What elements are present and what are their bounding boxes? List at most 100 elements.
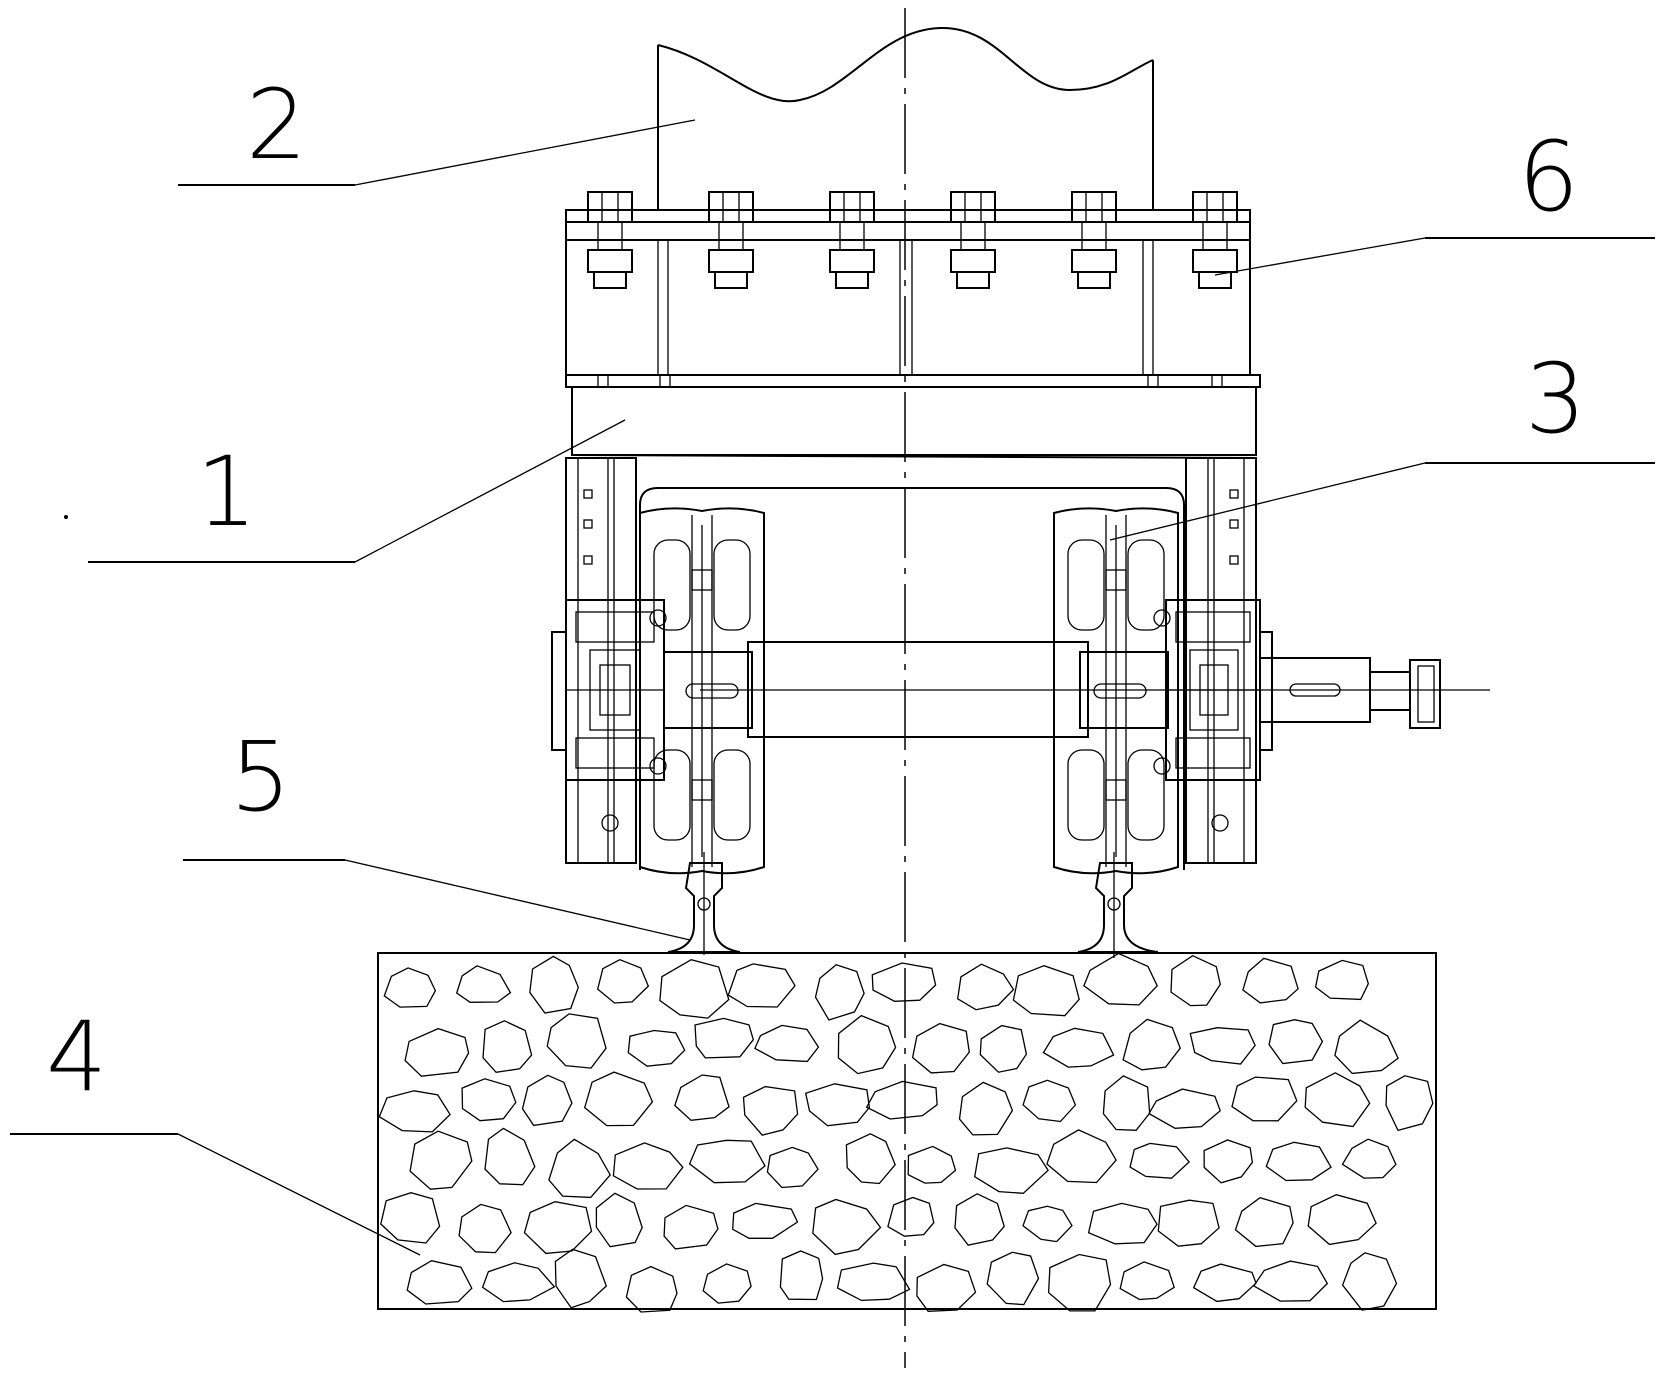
ballast-stone [1087, 1202, 1158, 1245]
label-6: 6 [1518, 121, 1579, 233]
ballast-stone [482, 1020, 533, 1073]
ballast-stone [865, 1080, 938, 1120]
ballast-stone [458, 1203, 512, 1254]
ballast-stone [1046, 1129, 1117, 1184]
right-bearing-housing [1153, 599, 1273, 832]
ballast-stone [521, 1074, 573, 1127]
leader-lines [10, 119, 1655, 1256]
label-2: 2 [246, 69, 307, 181]
ballast-stone [1119, 1261, 1175, 1301]
ballast-stone [1268, 1019, 1324, 1065]
ballast-stone [529, 955, 579, 1014]
ballast-stone [554, 1248, 608, 1309]
ballast-stone [956, 963, 1015, 1011]
ballast-stone [1047, 1253, 1112, 1312]
ballast-stone [596, 958, 650, 1004]
ballast-stone [727, 963, 796, 1008]
label-5: 5 [230, 721, 291, 833]
ballast-stone [378, 1090, 451, 1133]
ballast-stone [523, 1201, 593, 1255]
axle [663, 641, 1490, 738]
label-1: 1 [196, 436, 257, 548]
ballast-stone [383, 967, 437, 1008]
right-wheel [1053, 507, 1179, 875]
ballast-stone [1148, 1088, 1221, 1129]
ballast-stone [1234, 1196, 1294, 1248]
ballast-stone [380, 1192, 441, 1244]
ballast-stone [1385, 1075, 1434, 1132]
ballast-stone [1203, 1139, 1254, 1184]
ballast-stone [812, 1198, 882, 1256]
ballast-stone [836, 1262, 911, 1302]
ballast-stone [1170, 954, 1221, 1007]
bolted-flange-box [565, 209, 1251, 376]
ballast-stone [911, 1022, 970, 1074]
cross-beam [565, 374, 1261, 459]
ballast-stone [1083, 952, 1158, 1006]
ballast-stone [1157, 1199, 1220, 1247]
ballast-stone [916, 1263, 977, 1312]
label-3: 3 [1525, 343, 1586, 455]
ballast-stone [754, 1024, 820, 1063]
ballast-stones [378, 952, 1434, 1313]
ballast-stone [1304, 1072, 1371, 1128]
ballast-stone [1129, 1142, 1190, 1179]
ballast-stone [979, 1024, 1028, 1073]
ballast-foundation [377, 952, 1437, 1313]
bolt [587, 191, 633, 289]
left-rail [667, 852, 741, 955]
ballast-stone [1242, 957, 1299, 1004]
ballast-stone [694, 1017, 755, 1059]
bolt [1192, 191, 1238, 289]
ballast-stone [973, 1147, 1049, 1194]
ballast-stone [779, 1250, 824, 1301]
ballast-stone [627, 1029, 686, 1067]
bolt [829, 191, 875, 289]
ballast-stone [612, 1142, 684, 1190]
ballast-stone [481, 1262, 556, 1303]
left-wheel [639, 507, 765, 875]
ballast-stone [954, 1193, 1005, 1246]
ballast-stone [1122, 1018, 1181, 1071]
ballast-stone [1334, 1019, 1399, 1075]
ballast-stone [404, 1027, 470, 1077]
inner-bracket [639, 487, 1185, 870]
ballast-stone [1022, 1205, 1073, 1243]
ballast-stone [732, 1202, 799, 1239]
label-4: 4 [46, 1001, 107, 1113]
ballast-stone [958, 1081, 1014, 1136]
ballast-stone [455, 965, 512, 1003]
ballast-stone [659, 959, 730, 1019]
ballast-stone [546, 1013, 607, 1069]
ballast-stone [409, 1130, 473, 1190]
right-side-frame [1185, 457, 1257, 864]
bolt [950, 191, 996, 289]
left-side-frame [565, 457, 637, 864]
ballast-stone [1231, 1076, 1298, 1122]
ballast-stone [814, 963, 865, 1021]
ballast-stone [1042, 1027, 1115, 1068]
ballast-stone [1189, 1027, 1256, 1065]
ballast-stone [595, 1192, 643, 1248]
ballast-stone [837, 1014, 897, 1075]
ballast-stone [1307, 1194, 1377, 1246]
ballast-stone [548, 1138, 611, 1199]
left-bearing-housing [551, 599, 667, 832]
ballast-stone [1314, 959, 1369, 1001]
ballast-stone [986, 1251, 1040, 1306]
ballast-stone [583, 1071, 654, 1127]
right-rail [1077, 852, 1159, 958]
ballast-stone [1192, 1263, 1257, 1303]
ballast-stone [688, 1139, 766, 1184]
ballast-stone [804, 1083, 871, 1127]
ballast-stone [766, 1146, 819, 1189]
ballast-stone [702, 1263, 752, 1304]
ballast-stone [674, 1074, 730, 1121]
ballast-stone [461, 1078, 517, 1122]
ballast-stone [907, 1145, 957, 1184]
bolt [1071, 191, 1117, 289]
ballast-stone [406, 1260, 473, 1305]
ballast-stone [484, 1127, 536, 1186]
